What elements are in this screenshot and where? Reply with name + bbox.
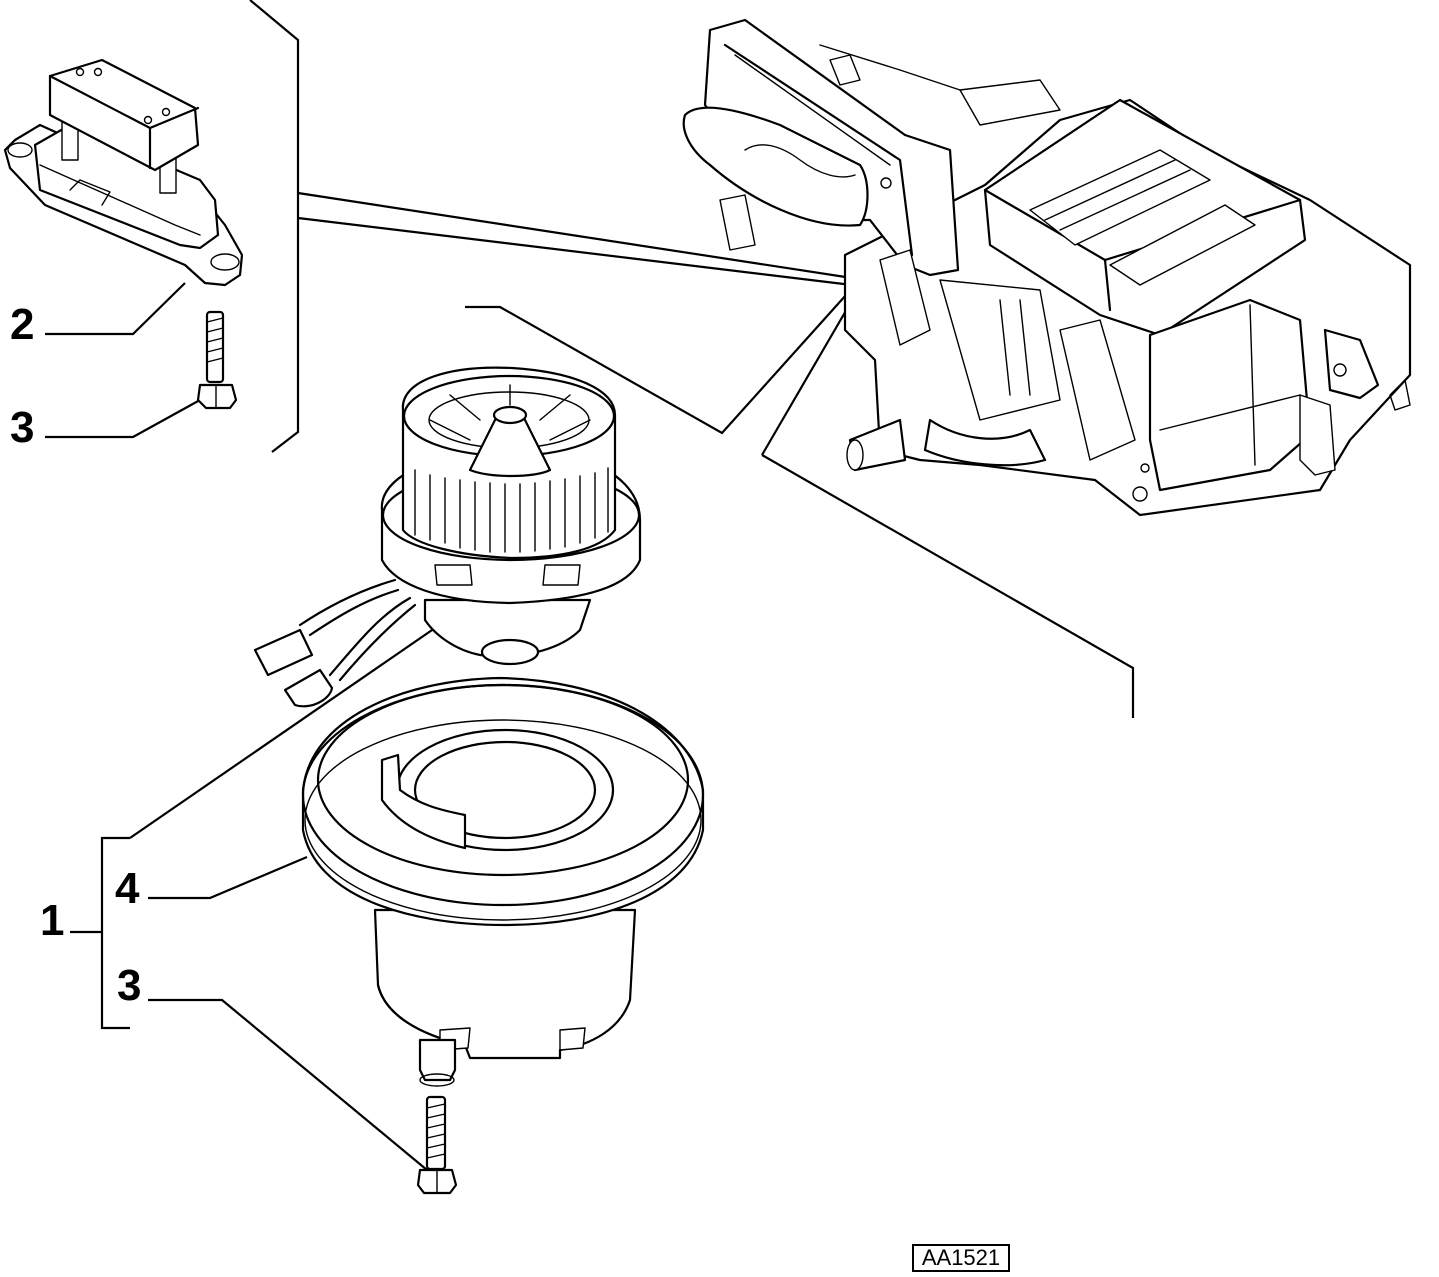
blower-motor-icon	[253, 366, 642, 708]
resistor-module-icon	[3, 58, 244, 287]
callout-3-bottom: 3	[117, 961, 141, 1010]
heater-unit-icon	[682, 18, 1412, 517]
motor-housing-icon	[301, 676, 705, 1087]
screw-icon	[416, 1095, 458, 1195]
callout-3-top: 3	[10, 403, 34, 452]
callout-1: 1	[40, 896, 64, 945]
callout-4: 4	[115, 864, 140, 913]
screw-icon	[196, 310, 238, 410]
callout-2: 2	[10, 300, 34, 349]
reference-code: AA1521	[912, 1244, 1010, 1272]
leader-lines	[45, 0, 1135, 1171]
